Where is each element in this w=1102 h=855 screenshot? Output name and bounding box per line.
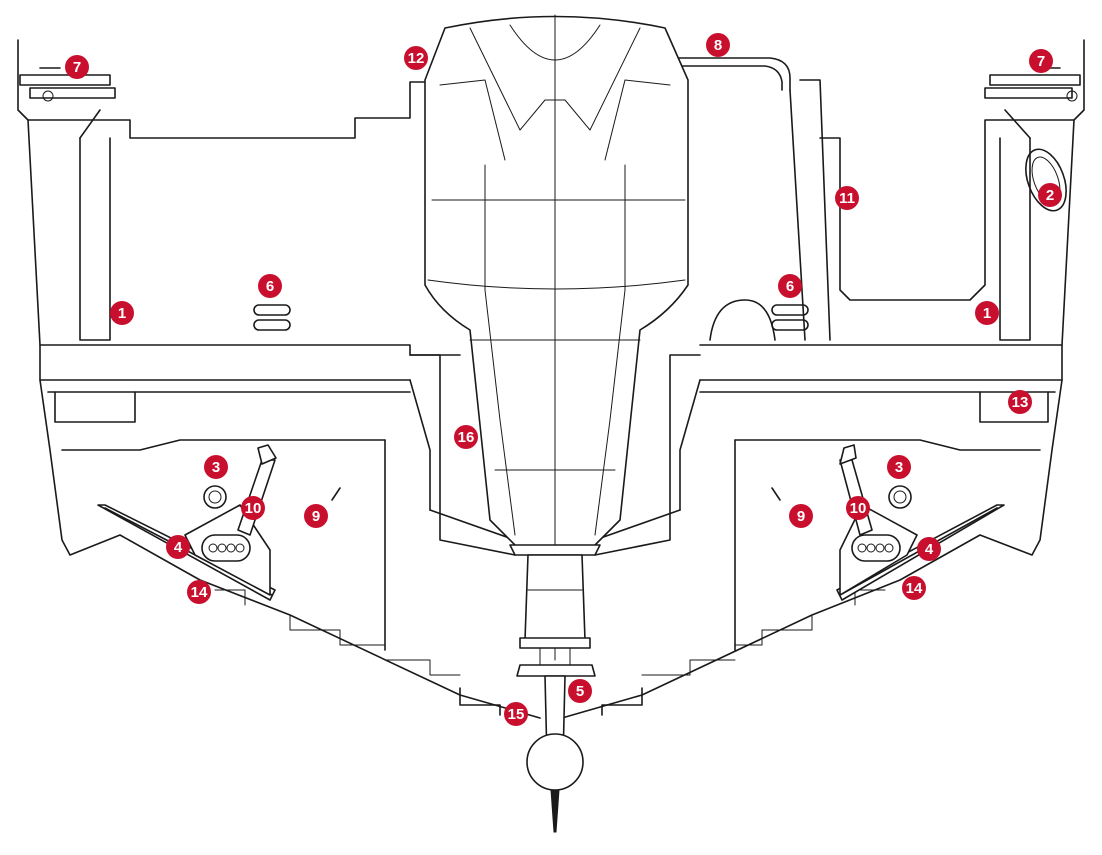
callout-12-dot [404, 46, 428, 70]
callout-5-dot [568, 679, 592, 703]
actuator-left [237, 444, 277, 536]
callout-4-left-dot [166, 535, 190, 559]
callout-8-dot [706, 33, 730, 57]
callout-1-left-dot [110, 301, 134, 325]
callout-3-right-label: 3 [895, 459, 903, 476]
callout-11: 11 [835, 186, 859, 210]
callout-6-left: 6 [258, 274, 282, 298]
transducer-slot-right [771, 487, 781, 501]
callout-1-right: 1 [975, 301, 999, 325]
callout-9-right: 9 [789, 504, 813, 528]
callout-5: 5 [568, 679, 592, 703]
callout-12-label: 12 [408, 50, 425, 67]
callout-4-left: 4 [166, 535, 190, 559]
vent-right [771, 304, 809, 331]
callout-2-label: 2 [1046, 187, 1054, 204]
callout-10-left-label: 10 [245, 500, 262, 517]
callout-6-left-label: 6 [266, 278, 274, 295]
callout-1-left: 1 [110, 301, 134, 325]
callout-14-left-dot [187, 580, 211, 604]
callout-6-right-dot [778, 274, 802, 298]
callout-7-left-dot [65, 55, 89, 79]
callout-5-label: 5 [576, 683, 584, 700]
callout-14-right-label: 14 [906, 580, 923, 597]
drain-plug-left [203, 485, 227, 509]
callout-16-label: 16 [458, 429, 475, 446]
callout-4-right: 4 [917, 537, 941, 561]
callout-1-right-label: 1 [983, 305, 991, 322]
callout-7-right: 7 [1029, 49, 1053, 73]
callout-6-right-label: 6 [786, 278, 794, 295]
callout-7-left: 7 [65, 55, 89, 79]
callout-7-right-label: 7 [1037, 53, 1045, 70]
callout-13-dot [1008, 390, 1032, 414]
callout-16: 16 [454, 425, 478, 449]
callout-3-right: 3 [887, 455, 911, 479]
callout-9-right-dot [789, 504, 813, 528]
callout-10-right-label: 10 [850, 500, 867, 517]
outboard-motor [424, 14, 689, 833]
callout-10-left: 10 [241, 496, 265, 520]
callout-3-left-dot [204, 455, 228, 479]
actuator-right [839, 444, 873, 536]
callout-6-left-dot [258, 274, 282, 298]
callout-13: 13 [1008, 390, 1032, 414]
callout-15-label: 15 [508, 706, 525, 723]
callout-8-label: 8 [714, 37, 722, 54]
cleat-left [19, 67, 116, 102]
callout-14-left-label: 14 [191, 584, 208, 601]
callout-10-right: 10 [846, 496, 870, 520]
callout-6-right: 6 [778, 274, 802, 298]
callout-10-left-dot [241, 496, 265, 520]
callout-4-right-dot [917, 537, 941, 561]
callout-14-right-dot [902, 576, 926, 600]
callout-10-right-dot [846, 496, 870, 520]
callout-1-left-label: 1 [118, 305, 126, 322]
hull-outline [17, 39, 1085, 719]
drain-plug-right [888, 485, 912, 509]
callout-14-right: 14 [902, 576, 926, 600]
callout-11-dot [835, 186, 859, 210]
callout-15: 15 [504, 702, 528, 726]
callout-2: 2 [1038, 183, 1062, 207]
callout-1-right-dot [975, 301, 999, 325]
callout-16-dot [454, 425, 478, 449]
callout-9-left: 9 [304, 504, 328, 528]
vent-left [253, 304, 291, 331]
callout-2-dot [1038, 183, 1062, 207]
callout-11-label: 11 [839, 190, 855, 207]
cleat-right [984, 67, 1081, 102]
callout-3-left: 3 [204, 455, 228, 479]
callout-13-label: 13 [1012, 394, 1029, 411]
callout-14-left: 14 [187, 580, 211, 604]
callout-3-right-dot [887, 455, 911, 479]
callout-4-right-label: 4 [925, 541, 934, 558]
transducer-slot-left [331, 487, 341, 501]
callout-8: 8 [706, 33, 730, 57]
callout-7-right-dot [1029, 49, 1053, 73]
callout-3-left-label: 3 [212, 459, 220, 476]
callout-4-left-label: 4 [174, 539, 183, 556]
callout-12: 12 [404, 46, 428, 70]
callout-9-left-dot [304, 504, 328, 528]
callout-9-left-label: 9 [312, 508, 320, 525]
callout-9-right-label: 9 [797, 508, 805, 525]
callout-7-left-label: 7 [73, 59, 81, 76]
callout-15-dot [504, 702, 528, 726]
